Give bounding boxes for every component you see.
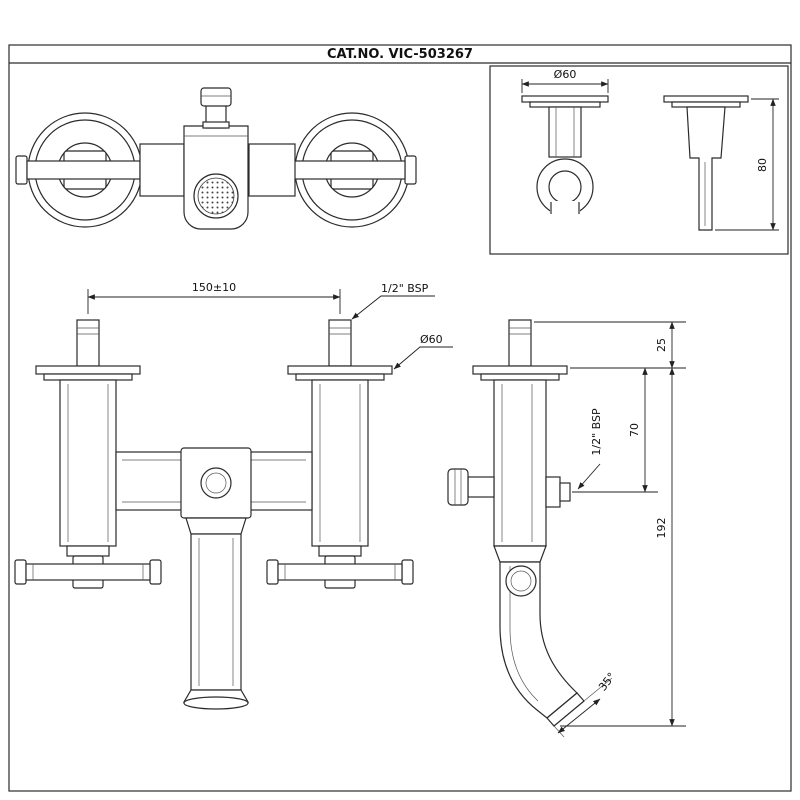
drawing-frame: CAT.NO. VIC-503267 bbox=[8, 44, 792, 792]
dimension-body-depth: 70 bbox=[628, 367, 648, 493]
inlet-pipe bbox=[76, 319, 100, 367]
diverter-knob bbox=[505, 565, 537, 597]
spout-transition bbox=[185, 517, 247, 535]
diverter-knob bbox=[200, 87, 232, 107]
handle-side bbox=[447, 468, 495, 506]
handle-cap bbox=[266, 559, 279, 585]
riser-body bbox=[59, 379, 117, 547]
cross-handle-right bbox=[266, 559, 414, 585]
wall-flange bbox=[287, 365, 393, 375]
dim-label-span: 150±10 bbox=[192, 281, 236, 294]
handle-bar bbox=[25, 563, 151, 581]
spout-lip bbox=[183, 696, 249, 710]
ext-line bbox=[583, 677, 613, 702]
dim-label-depth: 70 bbox=[628, 423, 641, 437]
leader-line bbox=[393, 346, 453, 370]
dim-label-height: 80 bbox=[756, 158, 769, 172]
bath-mixer-side-view: 25 70 1/2" BSP 192 35° bbox=[447, 319, 686, 738]
left-connector-pipe bbox=[139, 143, 185, 197]
dim-label-angle: 35° bbox=[596, 670, 618, 693]
union-thread bbox=[559, 482, 571, 502]
riser-side bbox=[472, 319, 568, 547]
bath-mixer-front-view: 150±10 1/2" BSP Ø60 bbox=[14, 281, 453, 710]
inlet-pipe bbox=[328, 319, 352, 367]
handle-bar bbox=[277, 563, 403, 581]
handle-end bbox=[447, 468, 469, 506]
sheet-border bbox=[8, 44, 792, 792]
leader-line bbox=[351, 295, 435, 320]
handle-cap bbox=[15, 155, 28, 185]
riser-right bbox=[287, 319, 393, 589]
detail-box bbox=[489, 65, 789, 255]
holder-flange bbox=[663, 95, 749, 103]
dim-label-thread: 1/2" BSP bbox=[381, 282, 429, 295]
mixer-center-assembly bbox=[115, 447, 313, 519]
dim-label-flange: Ø60 bbox=[420, 333, 443, 346]
dimension-flange-diameter: Ø60 bbox=[393, 333, 453, 370]
riser-body bbox=[311, 379, 369, 547]
holder-side-view bbox=[663, 95, 749, 231]
handle-cap bbox=[14, 559, 27, 585]
dim-label-diameter: Ø60 bbox=[554, 68, 577, 81]
right-connector-pipe bbox=[248, 143, 296, 197]
shower-holder-detail: Ø60 80 bbox=[489, 65, 789, 255]
handle-cap bbox=[401, 559, 414, 585]
handle-cap bbox=[149, 559, 162, 585]
riser-neck bbox=[318, 545, 362, 557]
dimension-total-height: 192 bbox=[655, 367, 675, 727]
dim-label-total: 192 bbox=[655, 518, 668, 539]
aerator-mesh bbox=[197, 177, 235, 215]
diverter-knob bbox=[200, 467, 232, 499]
holder-profile bbox=[686, 106, 726, 231]
dimension-top-offset: 25 bbox=[655, 321, 675, 369]
spout-front bbox=[182, 517, 250, 710]
cross-handle-left bbox=[14, 559, 162, 585]
holder-flange bbox=[521, 95, 609, 103]
page-title: CAT.NO. VIC-503267 bbox=[327, 47, 473, 62]
leader-line bbox=[577, 463, 601, 490]
spout-tube bbox=[190, 533, 242, 691]
ext-line bbox=[553, 725, 565, 738]
dimension-holder-height: 80 bbox=[715, 98, 779, 231]
inlet-pipe bbox=[508, 319, 532, 367]
dim-line bbox=[557, 698, 601, 734]
handle-cap bbox=[404, 155, 417, 185]
union-body bbox=[545, 476, 561, 508]
holder-front-view bbox=[521, 95, 609, 217]
dimension-thread-front: 1/2" BSP bbox=[351, 282, 435, 320]
dim-label-thread-side: 1/2" BSP bbox=[590, 408, 603, 456]
riser-neck bbox=[66, 545, 110, 557]
holder-hook-inner bbox=[548, 170, 582, 204]
handle-bar bbox=[286, 160, 406, 180]
spout-transition bbox=[493, 545, 547, 563]
dimension-thread-side: 1/2" BSP bbox=[577, 408, 603, 490]
spout-side bbox=[493, 545, 585, 727]
handle-stem bbox=[467, 476, 495, 498]
holder-stem bbox=[548, 106, 582, 158]
handle-bar bbox=[26, 160, 146, 180]
wall-flange bbox=[35, 365, 141, 375]
dim-label-top: 25 bbox=[655, 338, 668, 352]
diverter-collar bbox=[202, 121, 230, 129]
aerator bbox=[193, 173, 239, 219]
wall-mixer-front-view bbox=[15, 87, 417, 230]
wall-flange bbox=[472, 365, 568, 375]
dimension-span: 150±10 bbox=[87, 281, 341, 314]
wall-union bbox=[545, 476, 571, 508]
dimension-holder-diameter: Ø60 bbox=[521, 68, 609, 93]
